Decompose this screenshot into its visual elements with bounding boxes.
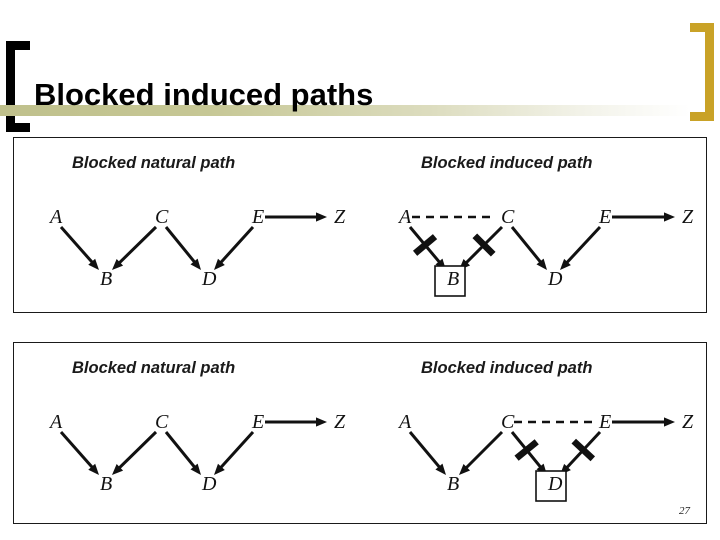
node-label-B: B	[447, 473, 459, 495]
edge-A-B	[408, 431, 444, 473]
edge-C-B	[114, 225, 158, 268]
node-box-B	[434, 265, 466, 297]
edge-A-B	[59, 226, 97, 268]
node-label-B: B	[100, 268, 112, 290]
edge-C-B	[114, 430, 158, 473]
diagram-heading: Blocked natural path	[72, 154, 235, 172]
node-label-Z: Z	[682, 411, 694, 433]
node-label-E: E	[598, 411, 611, 433]
node-label-Z: Z	[334, 411, 346, 433]
blocked-marker-C-D	[514, 439, 539, 461]
right-bracket-decoration	[690, 23, 714, 121]
arrowhead-E-Z	[316, 417, 327, 427]
arrowhead-A-B	[88, 258, 99, 270]
edge-E-D	[216, 430, 255, 473]
node-label-D: D	[547, 473, 563, 495]
arrowhead-C-D	[190, 258, 201, 270]
diagram-heading: Blocked induced path	[421, 359, 592, 377]
node-label-Z: Z	[682, 206, 694, 228]
node-label-D: D	[201, 473, 217, 495]
node-label-B: B	[447, 268, 459, 290]
arrowhead-E-Z	[664, 417, 675, 427]
blocked-marker-E-D	[571, 438, 596, 462]
left-bracket-decoration	[6, 41, 30, 132]
arrowhead-A-B	[435, 463, 446, 475]
arrowhead-C-D	[536, 258, 547, 270]
arrowhead-C-D	[190, 463, 201, 475]
arrowhead-C-B	[459, 463, 471, 475]
page-title: Blocked induced paths	[34, 76, 374, 112]
blocked-marker-C-B	[472, 233, 496, 257]
node-label-Z: Z	[334, 206, 346, 228]
node-label-B: B	[100, 473, 112, 495]
edge-E-D	[216, 225, 255, 268]
edge-E-D	[562, 225, 602, 268]
node-label-D: D	[201, 268, 217, 290]
edge-A-B	[59, 431, 97, 473]
node-label-E: E	[598, 206, 611, 228]
node-label-A: A	[48, 411, 63, 433]
diagram-heading: Blocked induced path	[421, 154, 592, 172]
node-label-A: A	[397, 206, 412, 228]
node-label-E: E	[251, 411, 264, 433]
arrowhead-E-Z	[316, 212, 327, 222]
node-label-C: C	[155, 206, 169, 228]
node-label-A: A	[397, 411, 412, 433]
arrowhead-E-D	[560, 258, 571, 270]
arrowhead-A-B	[88, 463, 99, 475]
node-label-C: C	[501, 411, 515, 433]
edge-C-B	[461, 430, 504, 473]
node-label-D: D	[547, 268, 563, 290]
page-number: 27	[679, 505, 690, 517]
blocked-marker-A-B	[412, 234, 438, 256]
edge-C-D	[164, 226, 200, 268]
node-label-C: C	[155, 411, 169, 433]
node-label-C: C	[501, 206, 515, 228]
node-box-D	[535, 470, 567, 502]
node-label-E: E	[251, 206, 264, 228]
arrowhead-E-Z	[664, 212, 675, 222]
arrowhead-E-D	[214, 463, 225, 475]
node-label-A: A	[48, 206, 63, 228]
arrowhead-E-D	[214, 258, 225, 270]
diagram-heading: Blocked natural path	[72, 359, 235, 377]
arrowhead-C-B	[112, 464, 124, 475]
arrowhead-C-B	[112, 259, 124, 270]
edge-C-D	[510, 226, 546, 268]
title-underline-rule	[0, 105, 690, 116]
edge-C-D	[164, 431, 200, 473]
